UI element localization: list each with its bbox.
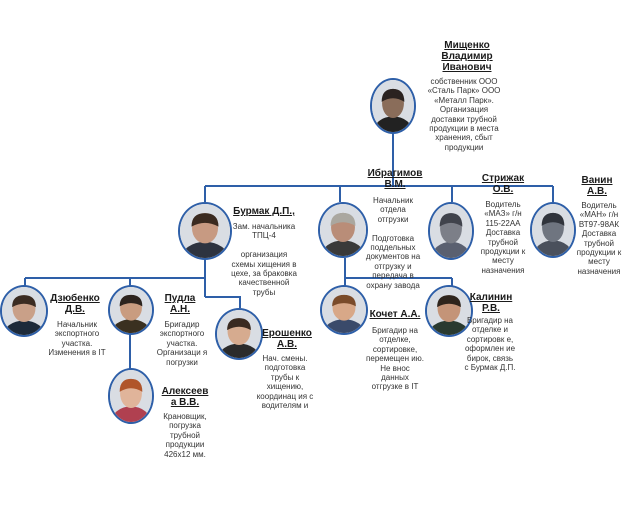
name-dzyubenko: Дзюбенко Д.В. xyxy=(50,293,100,315)
portrait-kochet xyxy=(322,287,366,333)
photo-strizhak xyxy=(428,202,474,260)
photo-alekseeva xyxy=(108,368,154,424)
portrait-body xyxy=(110,319,152,333)
portrait-body xyxy=(181,241,229,258)
portrait-mishchenko xyxy=(372,80,414,132)
portrait-ibragimov xyxy=(320,204,366,256)
name-kochet: Кочет А.А. xyxy=(369,309,421,320)
desc-dzyubenko: Начальник экспортного участка. Изменения… xyxy=(48,320,106,358)
portrait-body xyxy=(320,240,366,256)
portrait-burmak xyxy=(180,204,230,258)
photo-burmak xyxy=(178,202,232,260)
portrait-hair xyxy=(541,212,565,226)
connector-lines xyxy=(24,132,554,370)
desc-vanin: Водитель «МАН» г/н ВТ97-98АК Доставка тр… xyxy=(576,201,622,276)
desc-ibragimov: Начальник отдела отгрузки Подготовка под… xyxy=(365,196,421,290)
portrait-hair xyxy=(12,295,36,308)
link-burmak-yeroshenko xyxy=(205,296,241,308)
portrait-alekseeva xyxy=(110,370,152,422)
portrait-hair xyxy=(437,295,461,308)
portrait-body xyxy=(430,241,472,258)
portrait-hair xyxy=(330,212,356,226)
portrait-hair xyxy=(332,294,356,307)
photo-dzyubenko xyxy=(0,285,48,337)
desc-pudla: Бригадир экспортного участка. Организаци… xyxy=(156,320,208,367)
desc-strizhak: Водитель «МАЗ» г/н 115-22АА Доставка тру… xyxy=(480,200,526,275)
name-burmak: Бурмак Д.П., xyxy=(233,206,295,217)
portrait-kalinin xyxy=(427,287,471,335)
desc-burmak: Зам. начальника ТПЦ-4 организация схемы … xyxy=(231,222,297,297)
name-kalinin: Калинин Р.В. xyxy=(469,292,513,314)
portrait-vanin xyxy=(532,204,574,256)
desc-yeroshenko: Нач. смены. подготовка трубы к хищению, … xyxy=(256,354,314,411)
portrait-hair xyxy=(381,88,405,102)
desc-mishchenko: собственник ООО «Сталь Парк» ООО «Металл… xyxy=(427,77,501,152)
name-ibragimov: Ибрагимов В.М. xyxy=(367,168,423,190)
desc-kochet: Бригадир на отделке, сортировке, перемещ… xyxy=(366,326,424,392)
name-yeroshenko: Ерошенко А.В. xyxy=(262,328,312,350)
portrait-dzyubenko xyxy=(2,287,46,335)
name-alekseeva: Алексеев а В.В. xyxy=(161,386,209,408)
name-pudla: Пудла А.Н. xyxy=(164,293,196,315)
photo-kochet xyxy=(320,285,368,335)
portrait-body xyxy=(532,240,574,256)
name-strizhak: Стрижак О.В. xyxy=(481,173,525,195)
photo-vanin xyxy=(530,202,576,258)
portrait-yeroshenko xyxy=(217,310,261,358)
portrait-hair xyxy=(119,294,143,307)
desc-alekseeva: Крановщик, погрузка трубной продукции 42… xyxy=(163,412,207,459)
portrait-body xyxy=(322,319,366,333)
photo-kalinin xyxy=(425,285,473,337)
portrait-hair xyxy=(119,378,143,392)
portrait-body xyxy=(427,320,471,335)
portrait-pudla xyxy=(110,287,152,333)
portrait-body xyxy=(217,343,261,358)
portrait-body xyxy=(110,406,152,422)
portrait-hair xyxy=(227,318,251,331)
name-mishchenko: Мищенко Владимир Иванович xyxy=(441,40,493,73)
photo-pudla xyxy=(108,285,154,335)
desc-kalinin: Бригадир на отделке и сортировк е, оформ… xyxy=(464,316,516,373)
portrait-strizhak xyxy=(430,204,472,258)
portrait-hair xyxy=(191,213,219,227)
name-vanin: Ванин А.В. xyxy=(581,175,613,197)
photo-mishchenko xyxy=(370,78,416,134)
portrait-hair xyxy=(439,213,463,227)
photo-yeroshenko xyxy=(215,308,263,360)
photo-ibragimov xyxy=(318,202,368,258)
portrait-body xyxy=(2,320,46,335)
portrait-body xyxy=(372,116,414,132)
